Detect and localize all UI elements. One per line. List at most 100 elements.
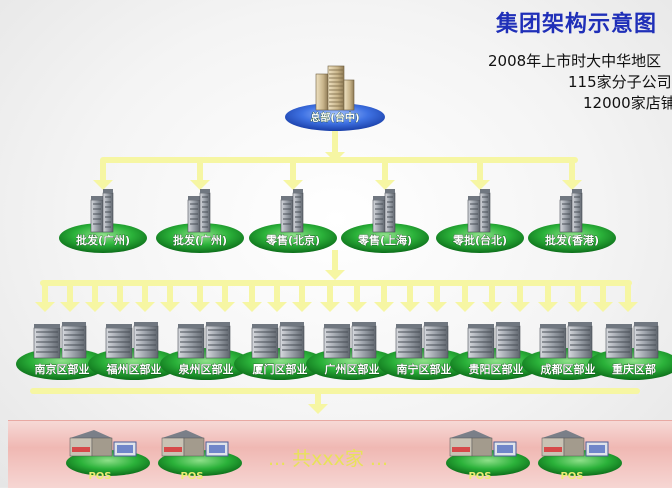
store-icon xyxy=(449,430,517,457)
branch-building-icon xyxy=(467,196,481,233)
connector-stem xyxy=(382,160,388,181)
connector-bar xyxy=(40,280,632,286)
arrow-head xyxy=(292,302,312,312)
branch-ellipse xyxy=(341,223,429,253)
branch-ellipse xyxy=(249,223,337,253)
arrow-head xyxy=(455,302,475,312)
region-label-8: 重庆区部 xyxy=(612,362,656,376)
region-building-icon xyxy=(351,322,377,359)
region-building-icon xyxy=(395,324,423,359)
connector-stem xyxy=(354,283,360,303)
arrow-head xyxy=(400,302,420,312)
arrow-head xyxy=(568,302,588,312)
connector-stem xyxy=(67,283,73,303)
connector-stem xyxy=(434,283,440,303)
store-icon xyxy=(541,430,609,457)
branch-building-icon xyxy=(199,189,211,233)
branch-building-icon xyxy=(571,189,583,233)
branch-ellipse xyxy=(436,223,524,253)
connector-stem xyxy=(489,283,495,303)
region-label-5: 南宁区部业 xyxy=(397,362,452,376)
branch-label-1: 批发(广州) xyxy=(173,233,227,247)
region-label-3: 厦门区部业 xyxy=(253,362,308,376)
arrow-head xyxy=(93,180,113,190)
branch-building-icon xyxy=(384,189,396,233)
connector-stem xyxy=(327,283,333,303)
region-label-0: 南京区部业 xyxy=(35,362,90,376)
arrow-head xyxy=(470,180,490,190)
branch-ellipse xyxy=(59,223,147,253)
branch-label-5: 批发(香港) xyxy=(545,233,599,247)
region-label-6: 贵阳区部业 xyxy=(469,362,524,376)
arrow-head xyxy=(374,302,394,312)
region-building-icon xyxy=(495,322,521,359)
arrow-head xyxy=(375,180,395,190)
connector-stem xyxy=(315,391,321,405)
branch-ellipse xyxy=(156,223,244,253)
connector-stem xyxy=(100,160,106,181)
region-building-icon xyxy=(467,324,495,359)
region-building-icon xyxy=(133,322,159,359)
connector-stem xyxy=(142,283,148,303)
store-icon xyxy=(69,430,137,457)
arrow-head xyxy=(190,180,210,190)
connector-stem xyxy=(545,283,551,303)
connector-stem xyxy=(381,283,387,303)
branch-ellipse xyxy=(528,223,616,253)
branch-building-icon xyxy=(372,196,386,233)
connector-stem xyxy=(332,128,338,153)
arrow-head xyxy=(215,302,235,312)
region-building-icon xyxy=(323,324,351,359)
branch-label-4: 零批(台北) xyxy=(452,233,507,247)
branch-building-icon xyxy=(102,189,114,233)
arrow-head xyxy=(308,404,328,414)
connector-stem xyxy=(625,283,631,303)
region-label-7: 成都区部业 xyxy=(541,362,596,376)
region-building-icon xyxy=(423,322,449,359)
more-stores-label: ... 共xxx家 ... xyxy=(268,448,389,470)
arrow-head xyxy=(135,302,155,312)
connector-bar xyxy=(100,157,578,163)
arrow-head xyxy=(427,302,447,312)
note-line-2: 115家分子公司 xyxy=(568,73,672,91)
region-label-2: 泉州区部业 xyxy=(178,362,234,376)
connector-stem xyxy=(299,283,305,303)
hq-ellipse xyxy=(285,103,385,131)
connector-stem xyxy=(117,283,123,303)
note-line-3: 12000家店铺 xyxy=(583,94,672,112)
connector-arrows xyxy=(30,128,640,414)
connector-stem xyxy=(407,283,413,303)
connector-stem xyxy=(477,160,483,181)
connector-stem xyxy=(575,283,581,303)
store-label-3: POS xyxy=(560,471,583,482)
arrow-head xyxy=(325,270,345,280)
branch-label-3: 零售(上海) xyxy=(357,233,412,247)
store-label-1: POS xyxy=(180,471,203,482)
region-building-icon xyxy=(177,324,205,359)
branch-label-0: 批发(广州) xyxy=(76,233,130,247)
store-label-0: POS xyxy=(88,471,111,482)
branch-building-icon xyxy=(90,196,104,233)
region-building-icon xyxy=(105,324,133,359)
region-building-icon xyxy=(205,322,231,359)
arrow-head xyxy=(35,302,55,312)
connector-stem xyxy=(332,250,338,271)
arrow-head xyxy=(160,302,180,312)
connector-stem xyxy=(197,160,203,181)
connector-stem xyxy=(222,283,228,303)
arrow-head xyxy=(618,302,638,312)
arrow-head xyxy=(593,302,613,312)
arrow-head xyxy=(482,302,502,312)
page-title: 集团架构示意图 xyxy=(496,12,658,37)
connector-stem xyxy=(569,160,575,181)
arrow-head xyxy=(242,302,262,312)
branch-building-icon xyxy=(187,196,201,233)
arrow-head xyxy=(562,180,582,190)
region-building-icon xyxy=(605,324,633,359)
region-building-icon xyxy=(61,322,87,359)
connector-stem xyxy=(600,283,606,303)
connector-stem xyxy=(92,283,98,303)
arrow-head xyxy=(320,302,340,312)
